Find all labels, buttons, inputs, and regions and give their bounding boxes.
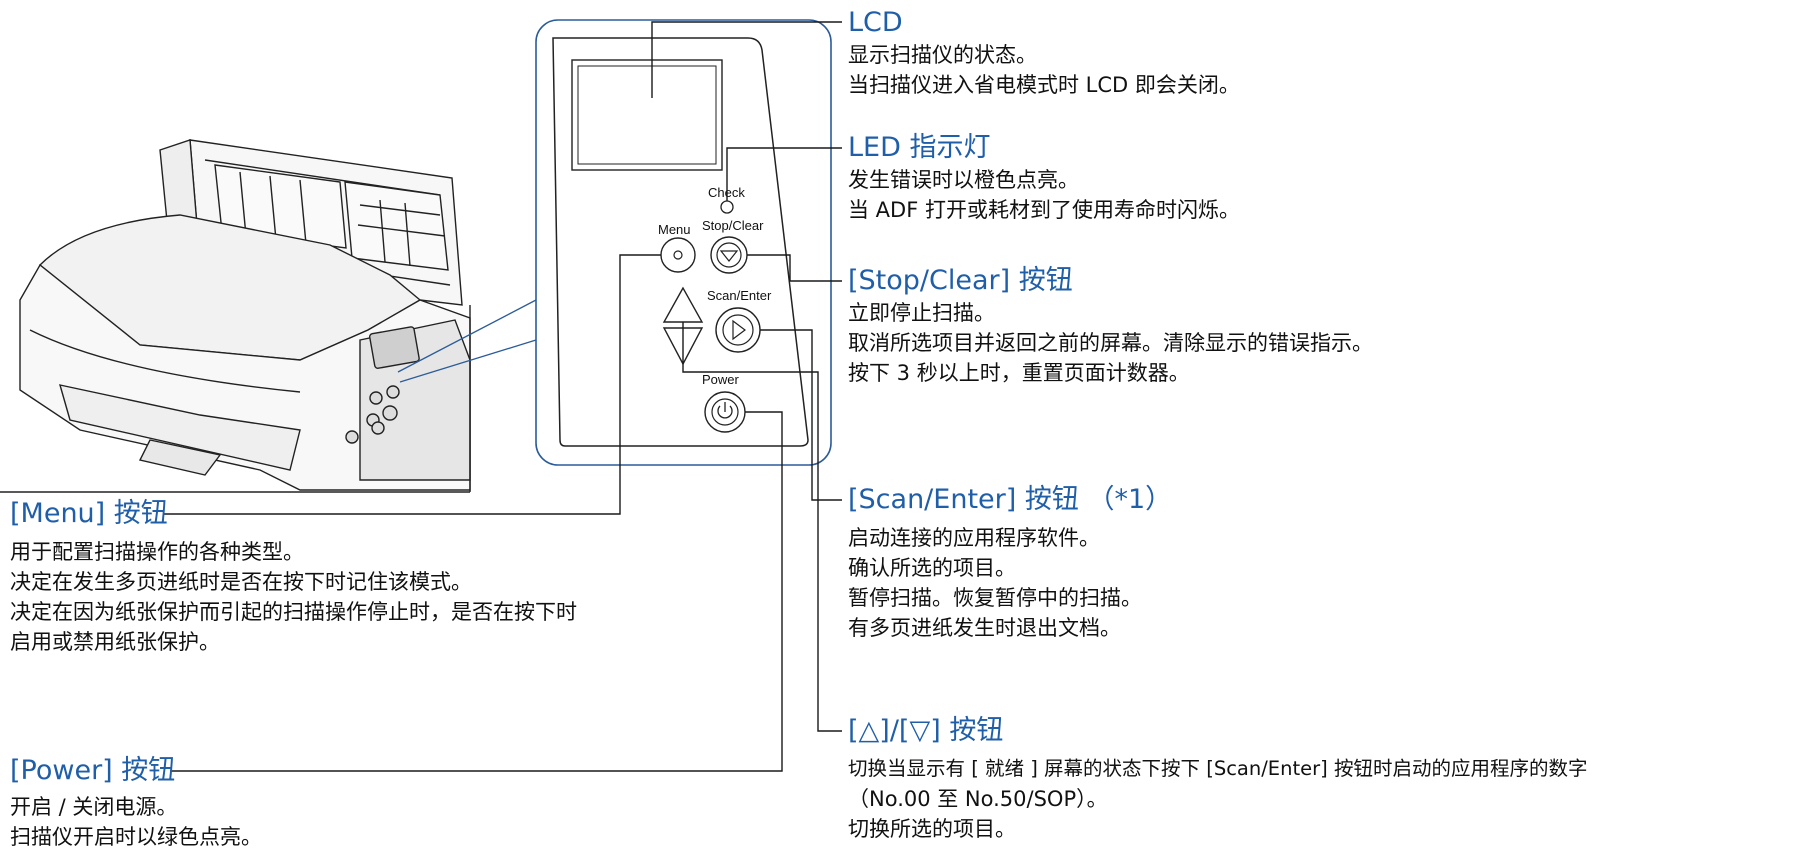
callout-scan-enter-title: [Scan/Enter] 按钮 （*1）	[848, 484, 1173, 515]
callout-led-line-1: 发生错误时以橙色点亮。	[848, 168, 1079, 192]
callout-lcd-title: LCD	[848, 7, 903, 38]
panel-label-menu: Menu	[658, 222, 691, 237]
callout-menu-title: [Menu] 按钮	[10, 498, 168, 529]
callout-updown-line-3: 切换所选的项目。	[848, 817, 1016, 841]
panel-label-stop-clear: Stop/Clear	[702, 218, 764, 233]
callout-stop-clear-line-2: 取消所选项目并返回之前的屏幕。清除显示的错误指示。	[848, 331, 1373, 355]
callout-led-line-2: 当 ADF 打开或耗材到了使用寿命时闪烁。	[848, 198, 1240, 222]
callout-power: [Power] 按钮 开启 / 关闭电源。 扫描仪开启时以绿色点亮。	[10, 754, 262, 852]
callout-menu: [Menu] 按钮 用于配置扫描操作的各种类型。 决定在发生多页进纸时是否在按下…	[10, 497, 577, 657]
callout-menu-line-1: 用于配置扫描操作的各种类型。	[10, 540, 304, 564]
scanner-body	[0, 139, 471, 493]
callout-stop-clear-line-3: 按下 3 秒以上时，重置页面计数器。	[848, 361, 1190, 385]
callout-scan-enter-line-1: 启动连接的应用程序软件。	[848, 526, 1100, 550]
leader-menu	[164, 254, 661, 515]
leader-power	[170, 411, 783, 772]
callout-menu-line-4: 启用或禁用纸张保护。	[10, 630, 220, 654]
panel-label-power: Power	[702, 372, 740, 387]
callout-menu-line-2: 决定在发生多页进纸时是否在按下时记住该模式。	[10, 570, 472, 594]
leader-lines	[164, 21, 842, 772]
callout-lcd-line-2: 当扫描仪进入省电模式时 LCD 即会关闭。	[848, 73, 1240, 97]
leader-scan-enter	[760, 329, 842, 501]
callout-scan-enter-line-2: 确认所选的项目。	[848, 556, 1016, 580]
callout-power-line-1: 开启 / 关闭电源。	[10, 795, 178, 819]
led-indicator	[720, 200, 734, 214]
panel-label-scan-enter: Scan/Enter	[707, 288, 772, 303]
callout-scan-enter-line-4: 有多页进纸发生时退出文档。	[848, 616, 1121, 640]
callout-updown-title: [△]/[▽] 按钮	[848, 715, 1004, 746]
callout-updown-line-2: （No.00 至 No.50/SOP）。	[848, 787, 1108, 811]
callout-updown-line-1: 切换当显示有 [ 就绪 ] 屏幕的状态下按下 [Scan/Enter] 按钮时启…	[848, 757, 1588, 780]
callout-lcd: LCD 显示扫描仪的状态。 当扫描仪进入省电模式时 LCD 即会关闭。	[848, 6, 1240, 100]
leader-stop-clear	[747, 254, 842, 282]
callout-led-title: LED 指示灯	[848, 132, 991, 163]
leader-updown	[682, 322, 842, 732]
leader-led	[726, 147, 842, 201]
zoomed-panel: Check Menu Stop/Clear Scan/Enter Power	[535, 19, 832, 466]
zoom-lines	[397, 299, 537, 383]
callout-stop-clear-title: [Stop/Clear] 按钮	[848, 265, 1073, 296]
callout-scan-enter: [Scan/Enter] 按钮 （*1） 启动连接的应用程序软件。 确认所选的项…	[848, 483, 1172, 643]
callout-menu-line-3: 决定在因为纸张保护而引起的扫描操作停止时，是否在按下时	[10, 600, 577, 624]
callout-updown: [△]/[▽] 按钮 切换当显示有 [ 就绪 ] 屏幕的状态下按下 [Scan/…	[848, 714, 1587, 844]
callout-power-line-2: 扫描仪开启时以绿色点亮。	[10, 825, 262, 849]
callout-power-title: [Power] 按钮	[10, 755, 176, 786]
leader-lcd	[651, 21, 842, 98]
callout-stop-clear-line-1: 立即停止扫描。	[848, 301, 995, 325]
callout-lcd-line-1: 显示扫描仪的状态。	[848, 43, 1037, 67]
callout-scan-enter-line-3: 暂停扫描。恢复暂停中的扫描。	[848, 586, 1142, 610]
callout-stop-clear: [Stop/Clear] 按钮 立即停止扫描。 取消所选项目并返回之前的屏幕。清…	[848, 264, 1373, 388]
callout-led: LED 指示灯 发生错误时以橙色点亮。 当 ADF 打开或耗材到了使用寿命时闪烁…	[848, 131, 1240, 225]
